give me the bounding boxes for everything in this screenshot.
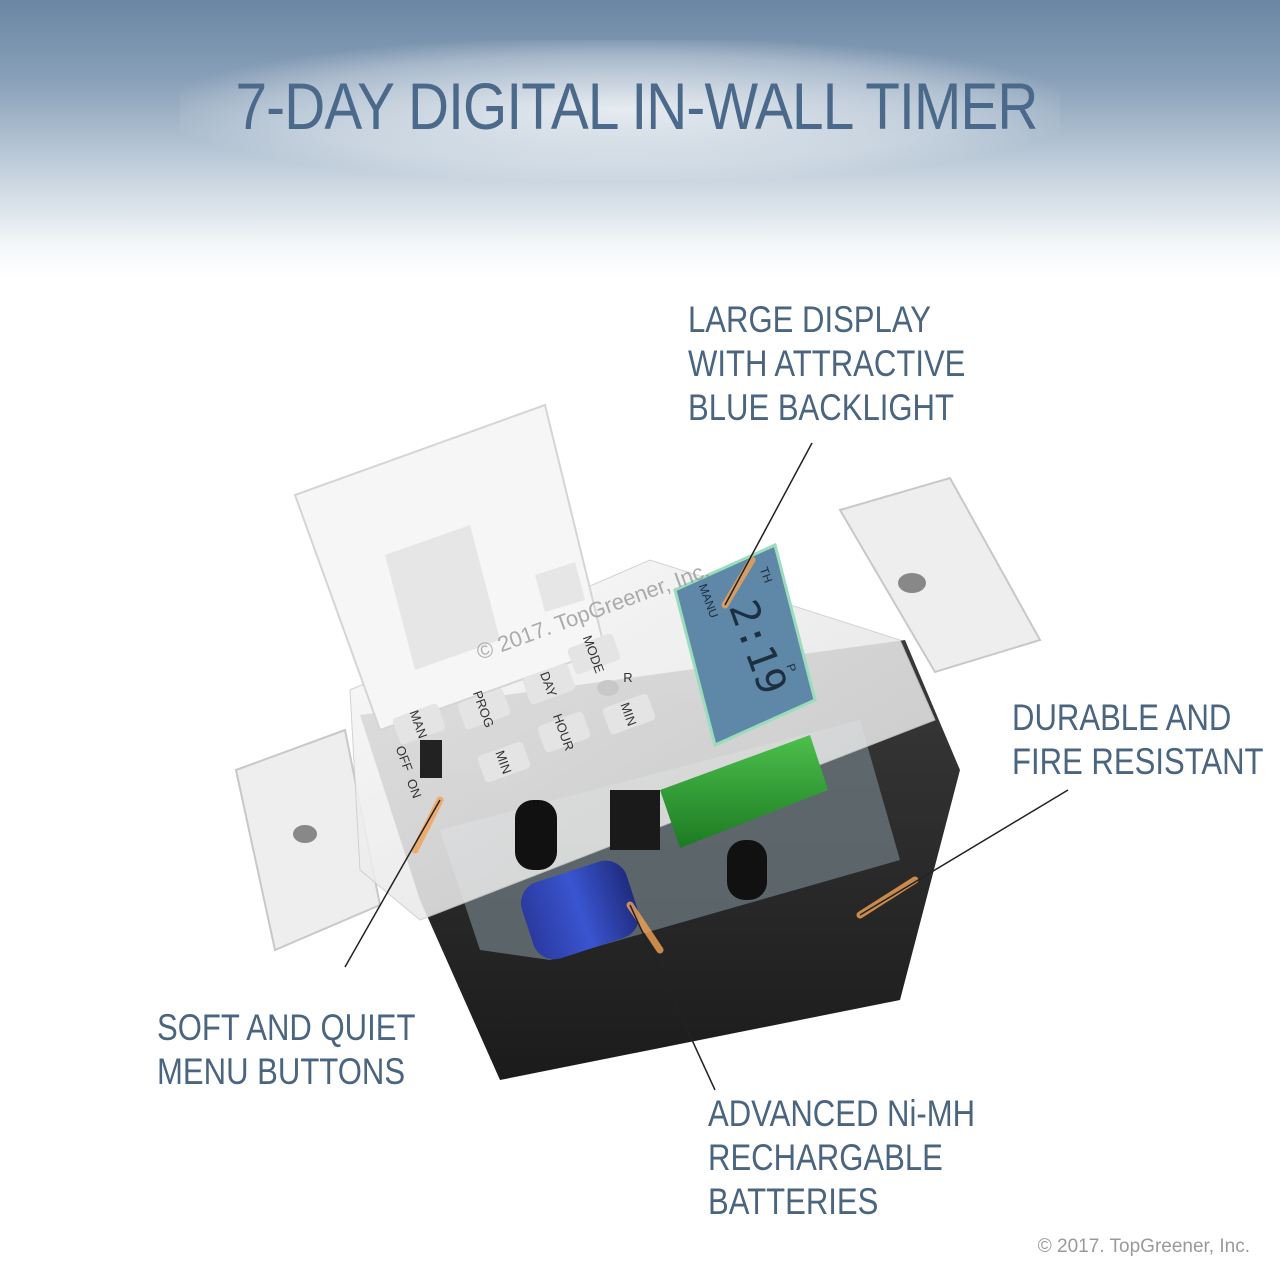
- callout-buttons: SOFT AND QUIET MENU BUTTONS: [157, 1006, 415, 1094]
- lcd-day: TH: [757, 565, 776, 585]
- mount-hole: [898, 573, 926, 593]
- man-button: [392, 703, 446, 745]
- batteries-callout-line: [629, 904, 716, 1091]
- lcd-display: [673, 542, 817, 748]
- callout-durable: DURABLE AND FIRE RESISTANT: [1012, 696, 1264, 784]
- black-capacitor: [515, 800, 557, 870]
- durable-callout-line: [859, 789, 1069, 916]
- callout-line: LARGE DISPLAY: [688, 299, 931, 340]
- callout-line: SOFT AND QUIET: [157, 1007, 416, 1048]
- black-capacitor: [727, 840, 767, 900]
- switch-on-label: ON: [404, 777, 425, 800]
- reset-label: R: [623, 670, 632, 685]
- callout-line: BATTERIES: [708, 1181, 879, 1222]
- callout-batteries: ADVANCED Ni-MH RECHARGABLE BATTERIES: [708, 1092, 975, 1224]
- min-button-2: [477, 741, 531, 783]
- callout-line: DURABLE AND: [1012, 697, 1232, 738]
- title-glow: [180, 40, 1060, 180]
- prog-button: [457, 688, 511, 730]
- callout-line: BLUE BACKLIGHT: [688, 387, 954, 428]
- mode-button: [567, 633, 621, 675]
- display-callout-line: [724, 442, 813, 606]
- day-button: [522, 663, 576, 705]
- green-capacitor: [660, 735, 828, 848]
- page-title: 7-DAY DIGITAL IN-WALL TIMER: [235, 69, 1038, 143]
- callout-line: MENU BUTTONS: [157, 1051, 406, 1092]
- relay: [610, 790, 660, 850]
- buttons-callout-line: [344, 799, 441, 968]
- min-button: [602, 693, 656, 735]
- hour-button: [537, 711, 591, 753]
- callout-line: ADVANCED Ni-MH: [708, 1093, 976, 1134]
- on-off-switch: [420, 740, 442, 778]
- reset-button: [597, 680, 619, 696]
- blue-battery: [521, 860, 639, 960]
- callout-display: LARGE DISPLAY WITH ATTRACTIVE BLUE BACKL…: [688, 298, 965, 430]
- callout-line: FIRE RESISTANT: [1012, 741, 1264, 782]
- right-mounting-plate: [838, 476, 1042, 674]
- copyright: © 2017. TopGreener, Inc.: [1037, 1236, 1250, 1257]
- mount-hole: [293, 825, 317, 843]
- callout-line: RECHARGABLE: [708, 1137, 943, 1178]
- callout-line: WITH ATTRACTIVE: [688, 343, 966, 384]
